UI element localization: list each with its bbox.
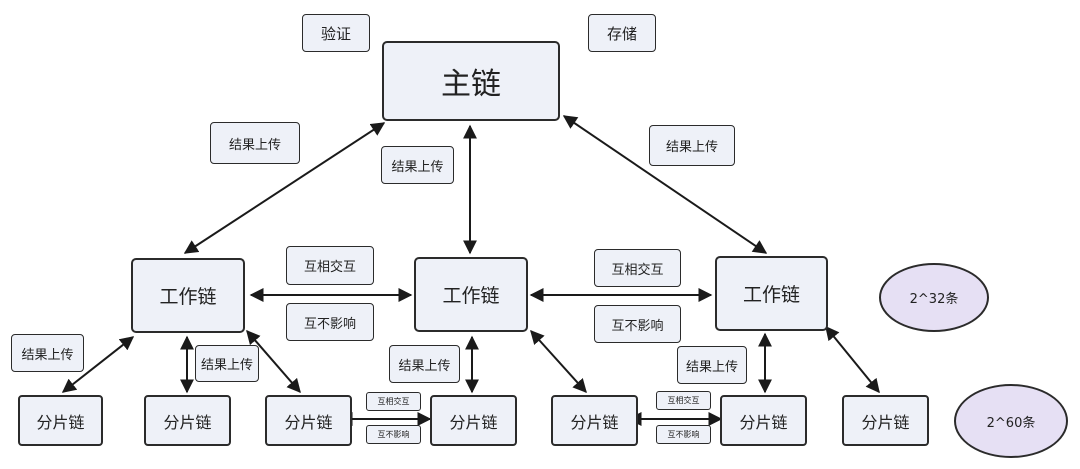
shard-chain-node-2: 分片链 bbox=[144, 395, 231, 446]
work-chain-count-ellipse: 2^32条 bbox=[879, 263, 989, 332]
mutual-interaction-label-1: 互相交互 bbox=[286, 246, 374, 285]
upload-result-label-right: 结果上传 bbox=[649, 125, 735, 166]
mutual-interaction-small-label-2: 互相交互 bbox=[656, 391, 711, 410]
link-work3-shard7 bbox=[825, 325, 880, 394]
mutual-interaction-small-label-1: 互相交互 bbox=[366, 392, 421, 411]
verify-label: 验证 bbox=[302, 14, 370, 52]
no-mutual-impact-label-2: 互不影响 bbox=[594, 305, 681, 343]
link-main-work1 bbox=[183, 122, 386, 254]
work-chain-node-2: 工作链 bbox=[414, 257, 528, 332]
upload-result-label-center: 结果上传 bbox=[381, 146, 454, 184]
mutual-interaction-label-2: 互相交互 bbox=[594, 249, 681, 287]
main-chain-node: 主链 bbox=[382, 41, 560, 121]
shard-chain-node-3: 分片链 bbox=[265, 395, 352, 446]
upload-result-label-shard-w3: 结果上传 bbox=[677, 346, 747, 384]
link-main-work3 bbox=[562, 115, 768, 254]
shard-chain-node-7: 分片链 bbox=[842, 395, 929, 446]
work-chain-node-1: 工作链 bbox=[131, 258, 245, 333]
shard-chain-node-5: 分片链 bbox=[551, 395, 638, 446]
no-mutual-impact-label-1: 互不影响 bbox=[286, 303, 374, 341]
shard-chain-node-6: 分片链 bbox=[720, 395, 807, 446]
work-chain-node-3: 工作链 bbox=[715, 256, 828, 331]
upload-result-label-shard-w1: 结果上传 bbox=[195, 345, 259, 382]
shard-chain-node-1: 分片链 bbox=[18, 395, 103, 446]
upload-result-label-shard-w2: 结果上传 bbox=[389, 345, 460, 383]
no-mutual-impact-small-label-1: 互不影响 bbox=[366, 425, 421, 444]
link-work1-shard1 bbox=[61, 336, 135, 393]
upload-result-label-left: 结果上传 bbox=[210, 122, 300, 164]
storage-label: 存储 bbox=[588, 14, 656, 52]
shard-chain-node-4: 分片链 bbox=[430, 395, 517, 446]
link-work2-shard5 bbox=[530, 329, 587, 394]
shard-chain-count-ellipse: 2^60条 bbox=[954, 384, 1068, 458]
link-work1-shard3 bbox=[246, 329, 301, 394]
upload-result-label-shard-left: 结果上传 bbox=[11, 334, 84, 372]
no-mutual-impact-small-label-2: 互不影响 bbox=[656, 425, 711, 444]
